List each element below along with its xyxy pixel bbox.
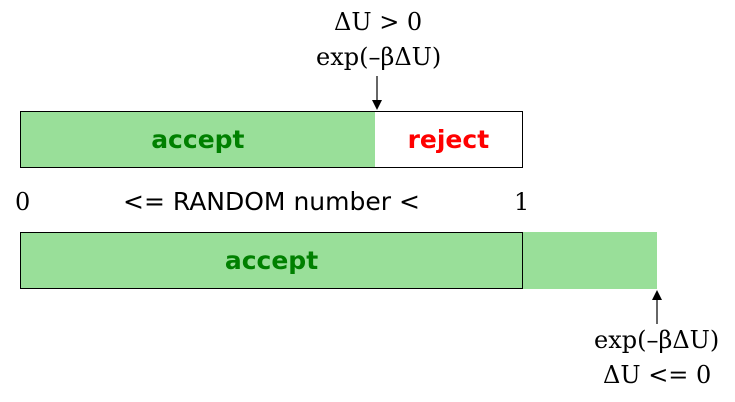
top-probability-label: exp(–βΔU) [316,43,442,71]
scale-caption: <= RANDOM number < [123,187,420,216]
bottom-bar: accept [20,232,523,289]
top-reject-region: reject [375,112,522,167]
bottom-accept-label: accept [224,246,319,275]
bottom-arrow-icon [652,290,662,324]
top-arrow-icon [372,76,382,110]
bottom-condition-label: ΔU <= 0 [603,361,712,389]
scale-max-label: 1 [514,188,530,216]
top-condition-label: ΔU > 0 [334,8,423,36]
top-bar: accept reject [20,111,523,168]
top-reject-label: reject [407,125,490,154]
scale-min-label: 0 [15,188,31,216]
top-accept-region: accept [21,112,375,167]
bottom-accept-extension [20,232,657,289]
top-accept-label: accept [151,125,245,154]
bottom-probability-label: exp(–βΔU) [594,326,720,354]
